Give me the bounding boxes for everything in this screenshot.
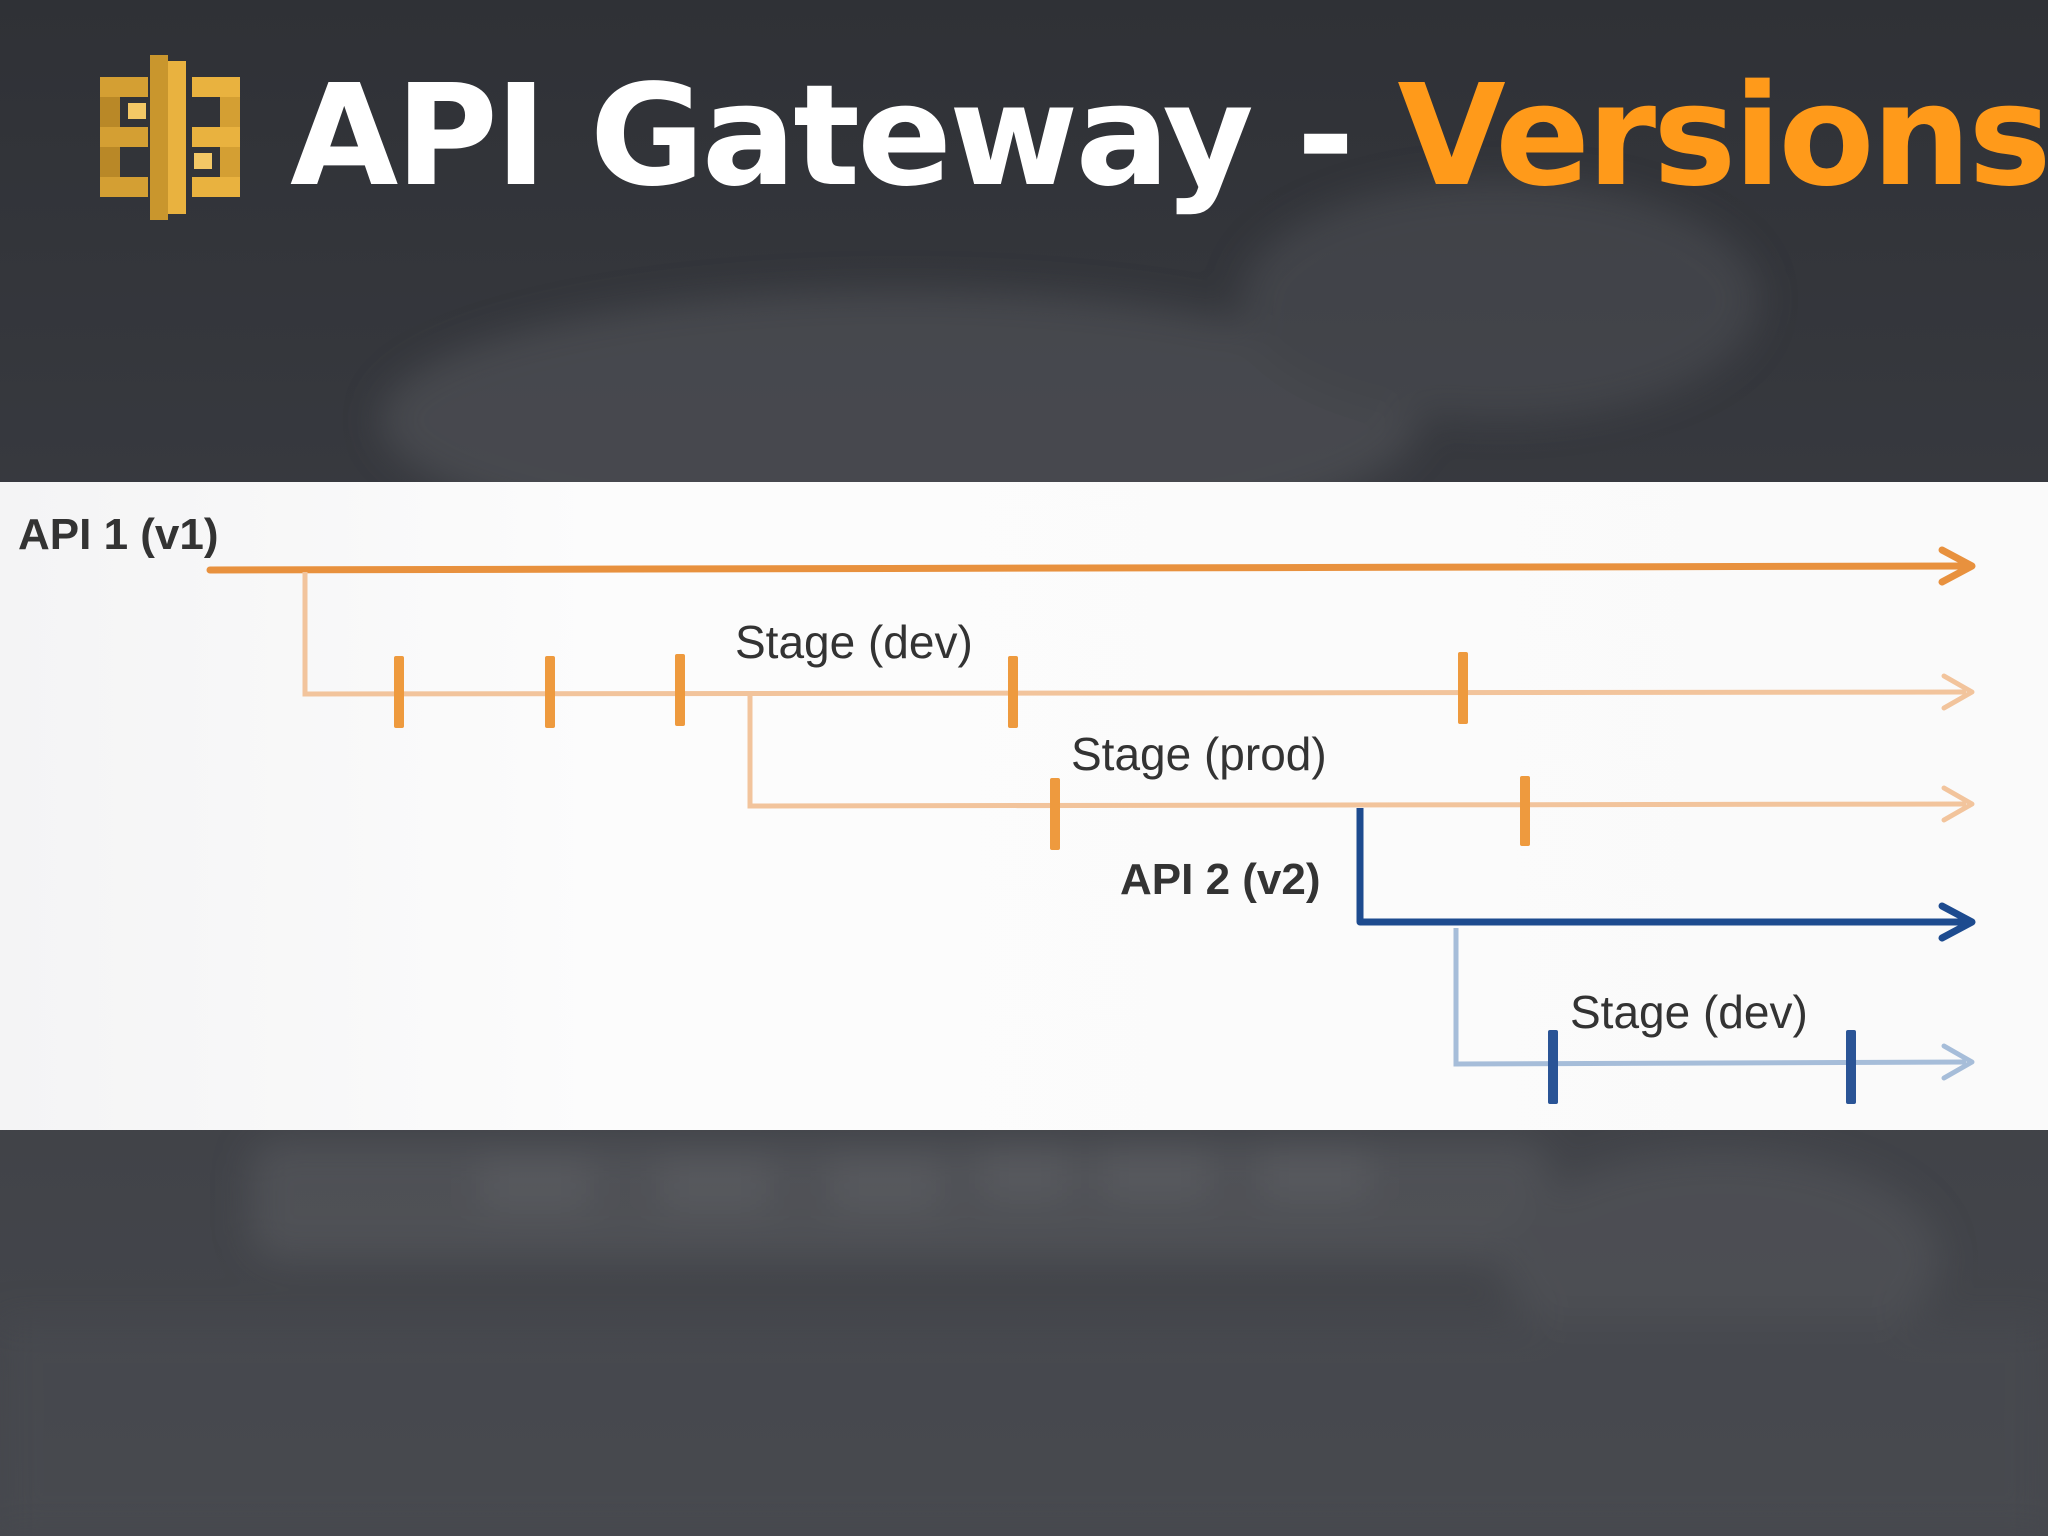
deployment-marker <box>1548 1030 1558 1104</box>
api1-stage-prod-deployments <box>1050 776 1530 850</box>
title-row: API Gateway - Versions <box>100 52 2048 222</box>
api1-stage-dev-timeline <box>302 572 1975 711</box>
api1-stage-dev-deployments <box>394 652 1468 728</box>
deployment-marker <box>545 656 555 728</box>
api2-stage-dev-label: Stage (dev) <box>1570 986 1808 1038</box>
api2-stage-dev-deployments <box>1548 1030 1856 1104</box>
api1-stage-dev-label: Stage (dev) <box>735 616 973 668</box>
deployment-marker <box>1846 1030 1856 1104</box>
api1-stage-prod-label: Stage (prod) <box>1071 728 1327 780</box>
deployment-marker <box>1520 776 1530 846</box>
api2-stage-dev-timeline <box>1453 928 1975 1081</box>
versions-diagram: API 1 (v1) Stage (dev) Stage (prod) <box>0 482 2048 1130</box>
title-accent: Versions <box>1397 55 2048 218</box>
page-title: API Gateway - Versions <box>290 67 2048 207</box>
deployment-marker <box>1050 778 1060 850</box>
deployment-marker <box>675 654 685 726</box>
api-gateway-logo-icon <box>100 54 240 220</box>
title-main: API Gateway <box>290 55 1254 218</box>
api1-label: API 1 (v1) <box>18 510 219 559</box>
deployment-marker <box>1458 652 1468 724</box>
deployment-marker <box>1008 656 1018 728</box>
api2-label: API 2 (v2) <box>1120 855 1321 904</box>
api2-timeline <box>1356 808 1976 942</box>
api1-stage-prod-timeline <box>747 696 1975 823</box>
deployment-marker <box>394 656 404 728</box>
api1-timeline <box>206 546 1976 586</box>
title-separator: - <box>1250 55 1398 218</box>
